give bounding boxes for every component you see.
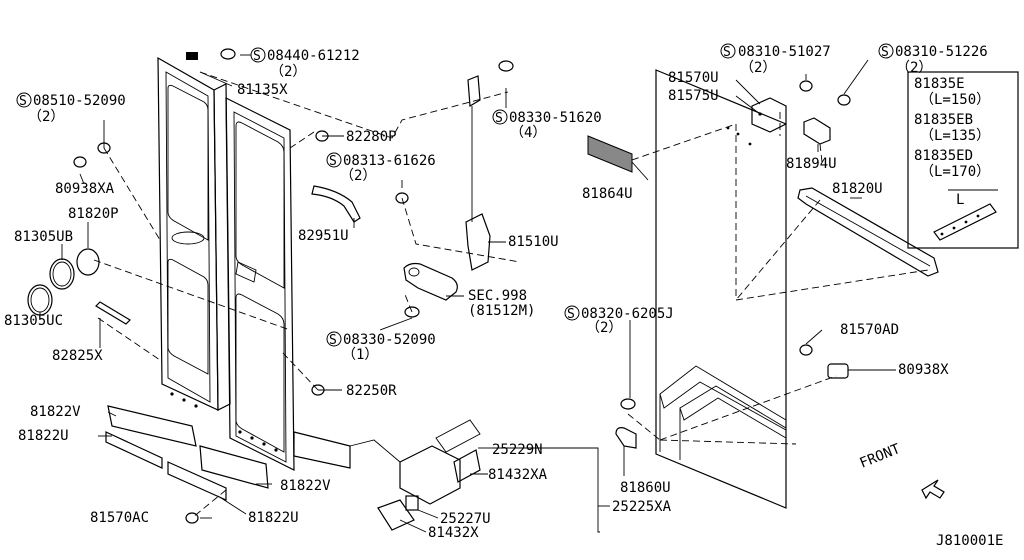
label-81432xa: 81432XA — [488, 467, 548, 483]
strip-82825x — [95, 301, 131, 325]
screw-qty: （2） — [896, 60, 932, 76]
screw-code: 08310-51226 — [895, 44, 988, 60]
label-82951u: 82951U — [298, 228, 349, 244]
screw-08330-52090: S 08330-52090 （1） — [326, 331, 436, 363]
screw-08310-51027: S 08310-51027 （2） — [720, 43, 831, 76]
label-81822u-a: 81822U — [18, 428, 69, 444]
label-25227u: 25227U — [440, 511, 491, 527]
label-25225xa: 25225XA — [612, 499, 672, 515]
label-81822u-b: 81822U — [248, 510, 299, 526]
label-81510u: 81510U — [508, 234, 559, 250]
label-81820u: 81820U — [832, 181, 883, 197]
screw-code: 08320-6205J — [581, 306, 674, 322]
label-81864u: 81864U — [582, 186, 633, 202]
svg-text:S: S — [19, 94, 27, 109]
inset-dim-label: L — [956, 192, 964, 208]
cable-82951u — [311, 185, 361, 223]
label-80938xa: 80938XA — [55, 181, 115, 197]
label-81432x: 81432X — [428, 525, 479, 541]
label-82825x: 82825X — [52, 348, 103, 364]
label-81820p: 81820P — [68, 206, 119, 222]
svg-text:S: S — [329, 333, 337, 348]
screw-code: 08310-51027 — [738, 44, 831, 60]
front-label: FRONT — [858, 441, 904, 472]
diagram-code: J810001E — [936, 533, 1003, 549]
bracket-81894u — [803, 117, 831, 145]
label-81570ad: 81570AD — [840, 322, 899, 338]
svg-text:S: S — [253, 49, 261, 64]
inset-part-1: 81835EB — [914, 112, 973, 128]
screw-code: 08313-61626 — [343, 153, 436, 169]
center-door-panel — [170, 97, 295, 471]
screw-code: 08330-52090 — [343, 332, 436, 348]
label-82280p: 82280P — [346, 129, 397, 145]
inset-box — [907, 71, 1019, 249]
inset-spec-2: （L=170） — [920, 164, 990, 180]
seal-rings — [27, 248, 100, 316]
inset-spec-0: （L=150） — [920, 92, 990, 108]
screw-qty: （1） — [342, 347, 378, 363]
label-81860u: 81860U — [620, 480, 671, 496]
screw-qty: （2） — [740, 60, 776, 76]
screw-08440-61212: S 08440-61212 （2） — [250, 47, 360, 80]
handle-81510u — [465, 75, 491, 271]
svg-text:S: S — [881, 45, 889, 60]
screw-08313-61626: S 08313-61626 （2） — [326, 152, 436, 184]
inset-part-2: 81835ED — [914, 148, 973, 164]
clip-81860u — [615, 427, 637, 449]
screw-qty: （2） — [586, 320, 622, 336]
plates-81822 — [105, 405, 351, 501]
label-81822v-b: 81822V — [280, 478, 331, 494]
screw-qty: （4） — [510, 125, 546, 141]
trim-strip-81864u — [587, 135, 633, 173]
leader-lines — [39, 54, 896, 533]
rear-wall-panel — [655, 69, 787, 509]
label-81575u: 81575U — [668, 88, 719, 104]
screw-08510-52090: S 08510-52090 （2） — [16, 92, 126, 125]
dashed-connectors — [93, 71, 929, 519]
label-81512m: (81512M) — [468, 303, 535, 319]
label-81570u: 81570U — [668, 70, 719, 86]
screw-code: 08440-61212 — [267, 48, 360, 64]
inset-spec-1: （L=135） — [920, 128, 990, 144]
screw-08310-51226: S 08310-51226 （2） — [878, 43, 988, 76]
screw-qty: （2） — [270, 64, 306, 80]
label-25229n: 25229N — [492, 442, 543, 458]
svg-text:S: S — [495, 111, 503, 126]
svg-text:S: S — [723, 45, 731, 60]
screw-qty: （2） — [28, 109, 64, 125]
handle-sec998 — [403, 262, 458, 301]
label-80938x: 80938X — [898, 362, 949, 378]
label-81894u: 81894U — [786, 156, 837, 172]
left-door-panel — [157, 52, 231, 411]
label-81305uc: 81305UC — [4, 313, 63, 329]
screw-08330-51620: S 08330-51620 （4） — [492, 109, 602, 141]
screw-08320-6205j: S 08320-6205J （2） — [564, 305, 674, 336]
rail-81820u — [797, 187, 939, 277]
label-81822v-a: 81822V — [30, 404, 81, 420]
label-81570ac: 81570AC — [90, 510, 149, 526]
inset-labels: 81835E （L=150） 81835EB （L=135） 81835ED （… — [914, 76, 990, 208]
inset-part-0: 81835E — [914, 76, 965, 92]
screw-code: 08510-52090 — [33, 93, 126, 109]
label-81305ub: 81305UB — [14, 229, 73, 245]
svg-text:S: S — [329, 154, 337, 169]
lock-assembly-25225xa — [349, 419, 481, 531]
front-arrow-icon — [921, 479, 945, 500]
svg-text:S: S — [567, 307, 575, 322]
screw-qty: （2） — [340, 168, 376, 184]
part-labels: 81135X 80938XA 81820P 81305UB 81305UC 82… — [4, 70, 949, 541]
screw-code: 08330-51620 — [509, 110, 602, 126]
label-sec998: SEC.998 — [468, 288, 527, 304]
label-81135x: 81135X — [237, 82, 288, 98]
fasteners — [73, 48, 851, 524]
bracket-81575u — [751, 97, 787, 133]
label-82250r: 82250R — [346, 383, 397, 399]
